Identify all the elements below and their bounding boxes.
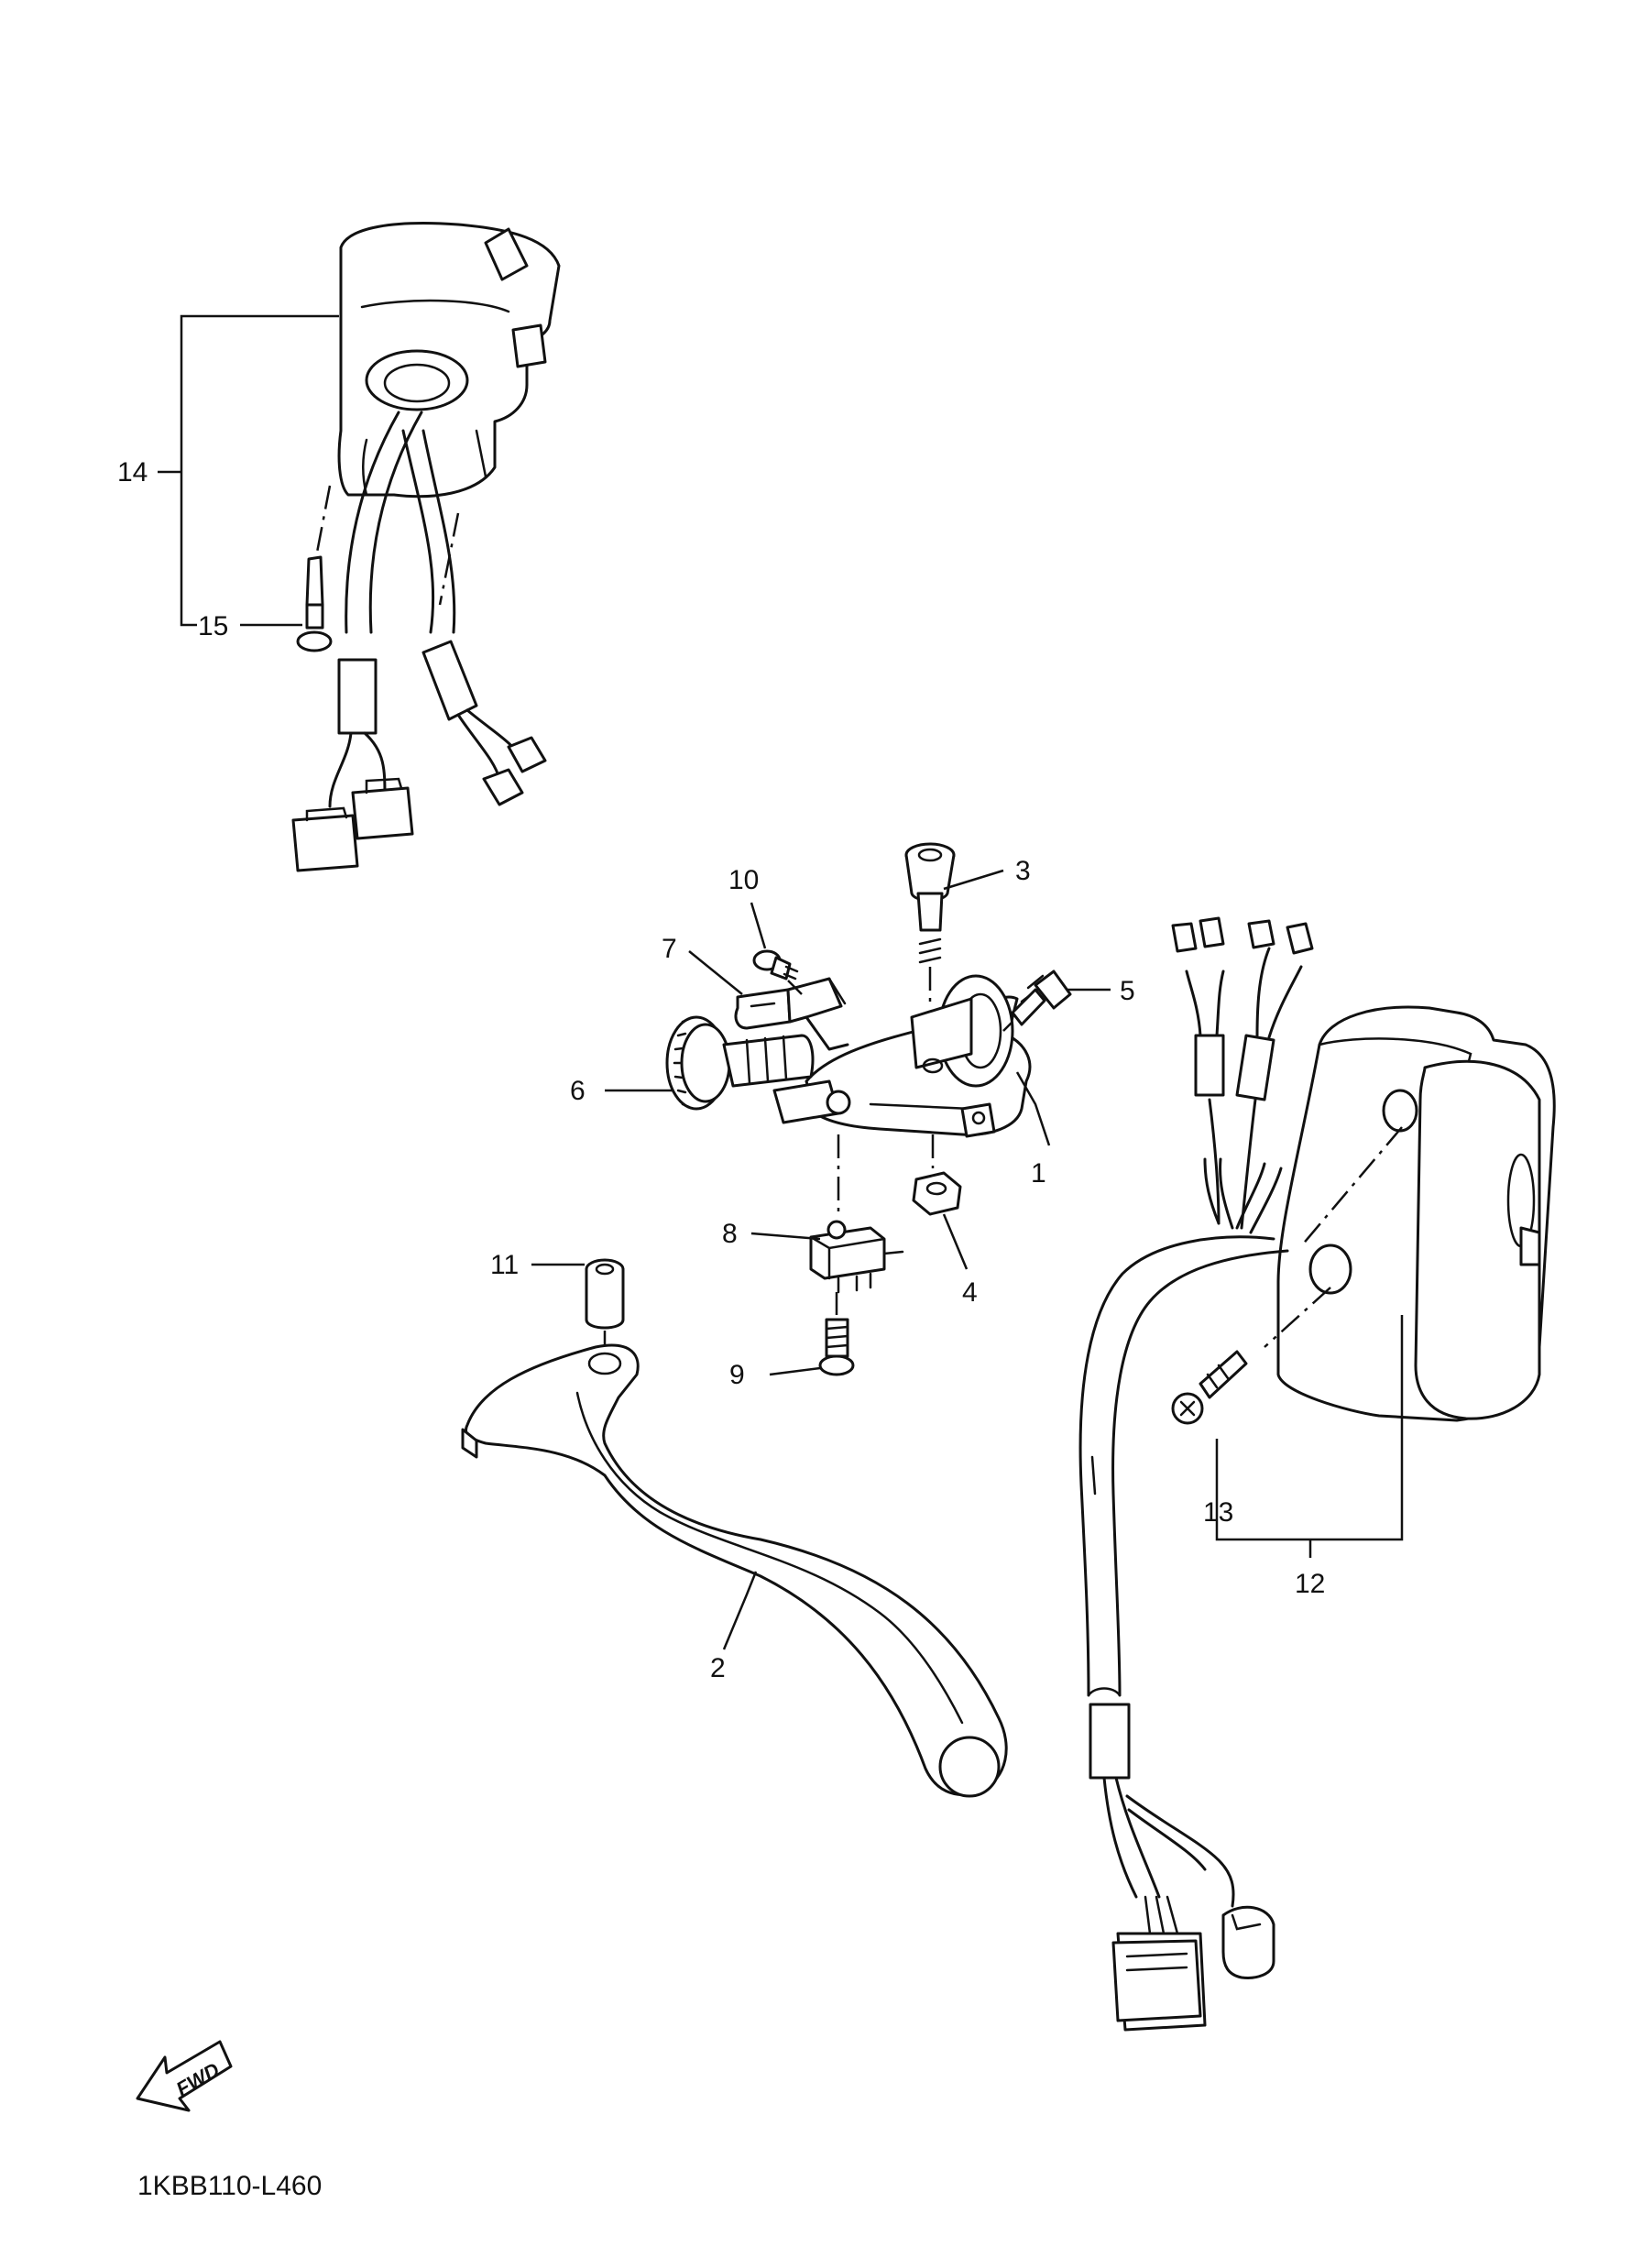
callout-7: 7	[662, 934, 677, 964]
callout-8: 8	[722, 1219, 738, 1249]
forward-direction-arrow: FWD	[136, 2040, 233, 2112]
callout-13: 13	[1203, 1497, 1233, 1528]
callout-8-leader	[750, 1232, 821, 1241]
left-handlebar-switch	[305, 222, 561, 606]
callout-2-leader	[722, 1571, 758, 1650]
switch-screw-9	[818, 1292, 855, 1376]
callout-10-leader	[750, 902, 767, 949]
callout-11: 11	[490, 1250, 519, 1280]
pivot-nut	[912, 1134, 962, 1216]
diagram-code: 1KBB110-L460	[137, 2171, 322, 2201]
callout-1-leader	[1015, 1071, 1051, 1146]
lever-adjuster	[665, 1015, 815, 1111]
callout-3: 3	[1015, 856, 1031, 886]
bracket-screw	[752, 949, 803, 995]
callout-3-leader	[943, 869, 1004, 891]
callout-12-bracket	[1215, 1315, 1404, 1558]
clutch-lever	[461, 1343, 1008, 1798]
callout-4: 4	[962, 1277, 978, 1308]
callout-6: 6	[570, 1076, 586, 1106]
clutch-switch	[809, 1134, 904, 1294]
callout-5: 5	[1120, 976, 1135, 1006]
right-handlebar-switch	[1264, 1005, 1556, 1422]
pivot-bolt	[904, 842, 956, 1008]
callout-9: 9	[729, 1360, 745, 1390]
lever-collar	[585, 1258, 625, 1347]
left-switch-screw	[296, 555, 333, 652]
switch-bracket	[734, 977, 849, 1051]
callout-15: 15	[198, 611, 228, 641]
callout-12: 12	[1295, 1569, 1325, 1599]
callout-2: 2	[710, 1653, 726, 1683]
switch-screw	[1002, 970, 1072, 1032]
callout-14-bracket	[158, 314, 339, 627]
callout-4-leader	[942, 1213, 969, 1270]
callout-1: 1	[1031, 1158, 1046, 1189]
right-switch-wire-harness	[1078, 916, 1314, 2032]
lever-holder	[772, 974, 1032, 1138]
left-switch-wire-harness	[291, 411, 547, 872]
callout-9-leader	[769, 1366, 821, 1376]
right-switch-screw	[1171, 1350, 1248, 1425]
callout-14: 14	[117, 457, 148, 488]
callout-7-leader	[688, 950, 743, 995]
callout-10: 10	[728, 865, 759, 895]
